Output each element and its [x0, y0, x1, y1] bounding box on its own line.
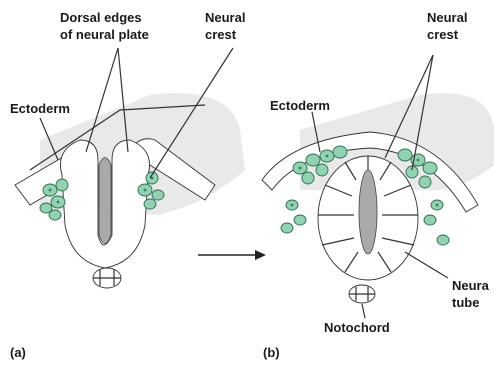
- panel-b-notochord-label: Notochord: [324, 320, 390, 335]
- panel-a-neural-groove: [99, 158, 111, 244]
- arrow-right-icon: [198, 250, 266, 260]
- panel-a-label: (a): [10, 345, 26, 360]
- panel-b: Neural crest Ectoderm Neura tube Notocho…: [262, 10, 494, 360]
- panel-b-neural-tube-label: Neura tube: [452, 278, 492, 310]
- panel-b-neural-canal: [359, 170, 377, 254]
- panel-b-label: (b): [263, 345, 280, 360]
- panel-a-dorsal-edges-label: Dorsal edges of neural plate: [60, 10, 149, 42]
- panel-b-neural-crest-label: Neural crest: [427, 10, 471, 42]
- panel-b-notochord-leader: [362, 304, 365, 318]
- panel-a-ectoderm-label: Ectoderm: [10, 101, 70, 116]
- panel-b-neural-tube-leader: [405, 252, 448, 278]
- panel-b-ectoderm-label: Ectoderm: [270, 98, 330, 113]
- panel-a-neural-crest-label: Neural crest: [205, 10, 249, 42]
- panel-a: Dorsal edges of neural plate Neural cres…: [10, 10, 249, 360]
